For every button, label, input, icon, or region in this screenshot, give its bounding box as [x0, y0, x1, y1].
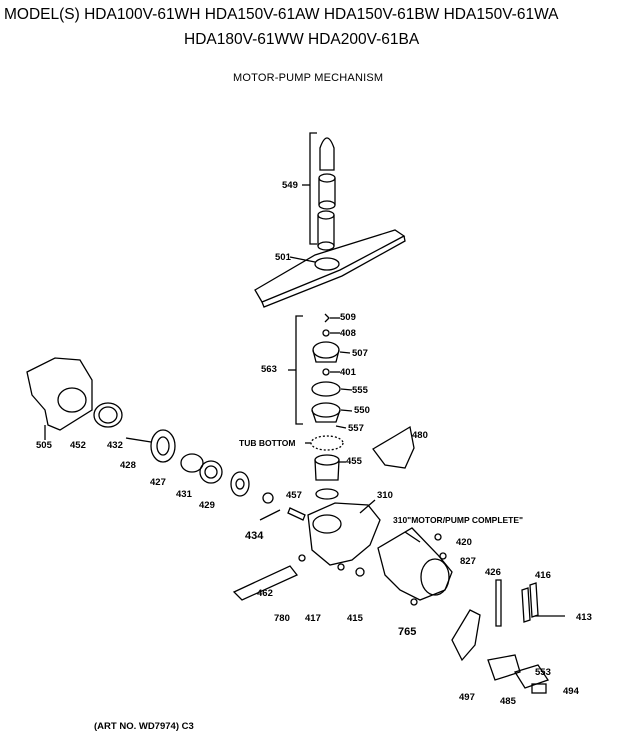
- callout-509: 509: [340, 312, 356, 323]
- callout-428: 428: [120, 460, 136, 471]
- part-494[interactable]: [531, 683, 547, 694]
- callout-549: 549: [282, 180, 298, 191]
- part-434[interactable]: [259, 492, 306, 521]
- part-310-pump-base[interactable]: [307, 499, 381, 566]
- bracket-563: [295, 315, 303, 425]
- part-549-tube[interactable]: [302, 132, 336, 251]
- callout-413: 413: [576, 612, 592, 623]
- part-765[interactable]: [410, 598, 418, 606]
- part-452-clamp[interactable]: [93, 402, 123, 428]
- callout-457: 457: [286, 490, 302, 501]
- part-417[interactable]: [337, 563, 345, 571]
- callout-765: 765: [398, 626, 417, 638]
- callout-501: 501: [275, 252, 291, 263]
- part-427-ring[interactable]: [180, 453, 204, 473]
- callout-tub-bottom: TUB BOTTOM: [239, 438, 296, 448]
- callout-455: 455: [346, 456, 362, 467]
- part-431[interactable]: [199, 460, 223, 484]
- callout-507: 507: [352, 348, 368, 359]
- callout-432: 432: [107, 440, 123, 451]
- model-list-line-2: HDA180V-61WW HDA200V-61BA: [184, 31, 420, 48]
- part-462-hose[interactable]: [232, 565, 299, 601]
- callout-480: 480: [412, 430, 428, 441]
- model-list-line-1: MODEL(S) HDA100V-61WH HDA150V-61AW HDA15…: [4, 6, 559, 23]
- callout-417: 417: [305, 613, 321, 624]
- callout-462: 462: [257, 588, 273, 599]
- callout-401: 401: [340, 367, 356, 378]
- callout-431: 431: [176, 489, 192, 500]
- callout-415: 415: [347, 613, 363, 624]
- part-827[interactable]: [439, 552, 447, 560]
- callout-550: 550: [354, 405, 370, 416]
- part-420[interactable]: [434, 533, 442, 541]
- callout-427: 427: [150, 477, 166, 488]
- part-485[interactable]: [487, 654, 521, 681]
- callout-426: 426: [485, 567, 501, 578]
- diagram-title: MOTOR-PUMP MECHANISM: [233, 72, 384, 84]
- art-number: (ART NO. WD7974) C3: [94, 721, 194, 732]
- callout-553: 553: [535, 667, 551, 678]
- part-415[interactable]: [355, 567, 365, 577]
- part-497-bracket[interactable]: [451, 609, 481, 662]
- part-455[interactable]: [314, 454, 346, 500]
- callout-310: 310: [377, 490, 393, 501]
- callout-420: 420: [456, 537, 472, 548]
- motor-assembly[interactable]: [377, 527, 453, 601]
- callout-494: 494: [563, 686, 579, 697]
- part-428-impeller[interactable]: [125, 429, 176, 463]
- callout-434: 434: [245, 530, 264, 542]
- part-429[interactable]: [230, 471, 250, 497]
- callout-827: 827: [460, 556, 476, 567]
- part-426[interactable]: [495, 579, 502, 627]
- part-480-shield[interactable]: [372, 425, 415, 469]
- tub-bottom-gasket: [310, 435, 344, 451]
- part-416[interactable]: [521, 582, 539, 623]
- part-553[interactable]: [513, 664, 550, 689]
- callout-563: 563: [261, 364, 277, 375]
- part-505-housing[interactable]: [26, 357, 93, 440]
- callout-408: 408: [340, 328, 356, 339]
- callout-416: 416: [535, 570, 551, 581]
- part-501-spray-arm[interactable]: [254, 229, 406, 308]
- callout-485: 485: [500, 696, 516, 707]
- part-780[interactable]: [298, 554, 306, 562]
- callout-780: 780: [274, 613, 290, 624]
- callout-505: 505: [36, 440, 52, 451]
- callout-429: 429: [199, 500, 215, 511]
- callout-557: 557: [348, 423, 364, 434]
- callout-555: 555: [352, 385, 368, 396]
- callout-452: 452: [70, 440, 86, 451]
- part-stack-563[interactable]: [311, 313, 353, 429]
- callout-motor-pump-complete: 310"MOTOR/PUMP COMPLETE": [393, 515, 524, 525]
- callout-497: 497: [459, 692, 475, 703]
